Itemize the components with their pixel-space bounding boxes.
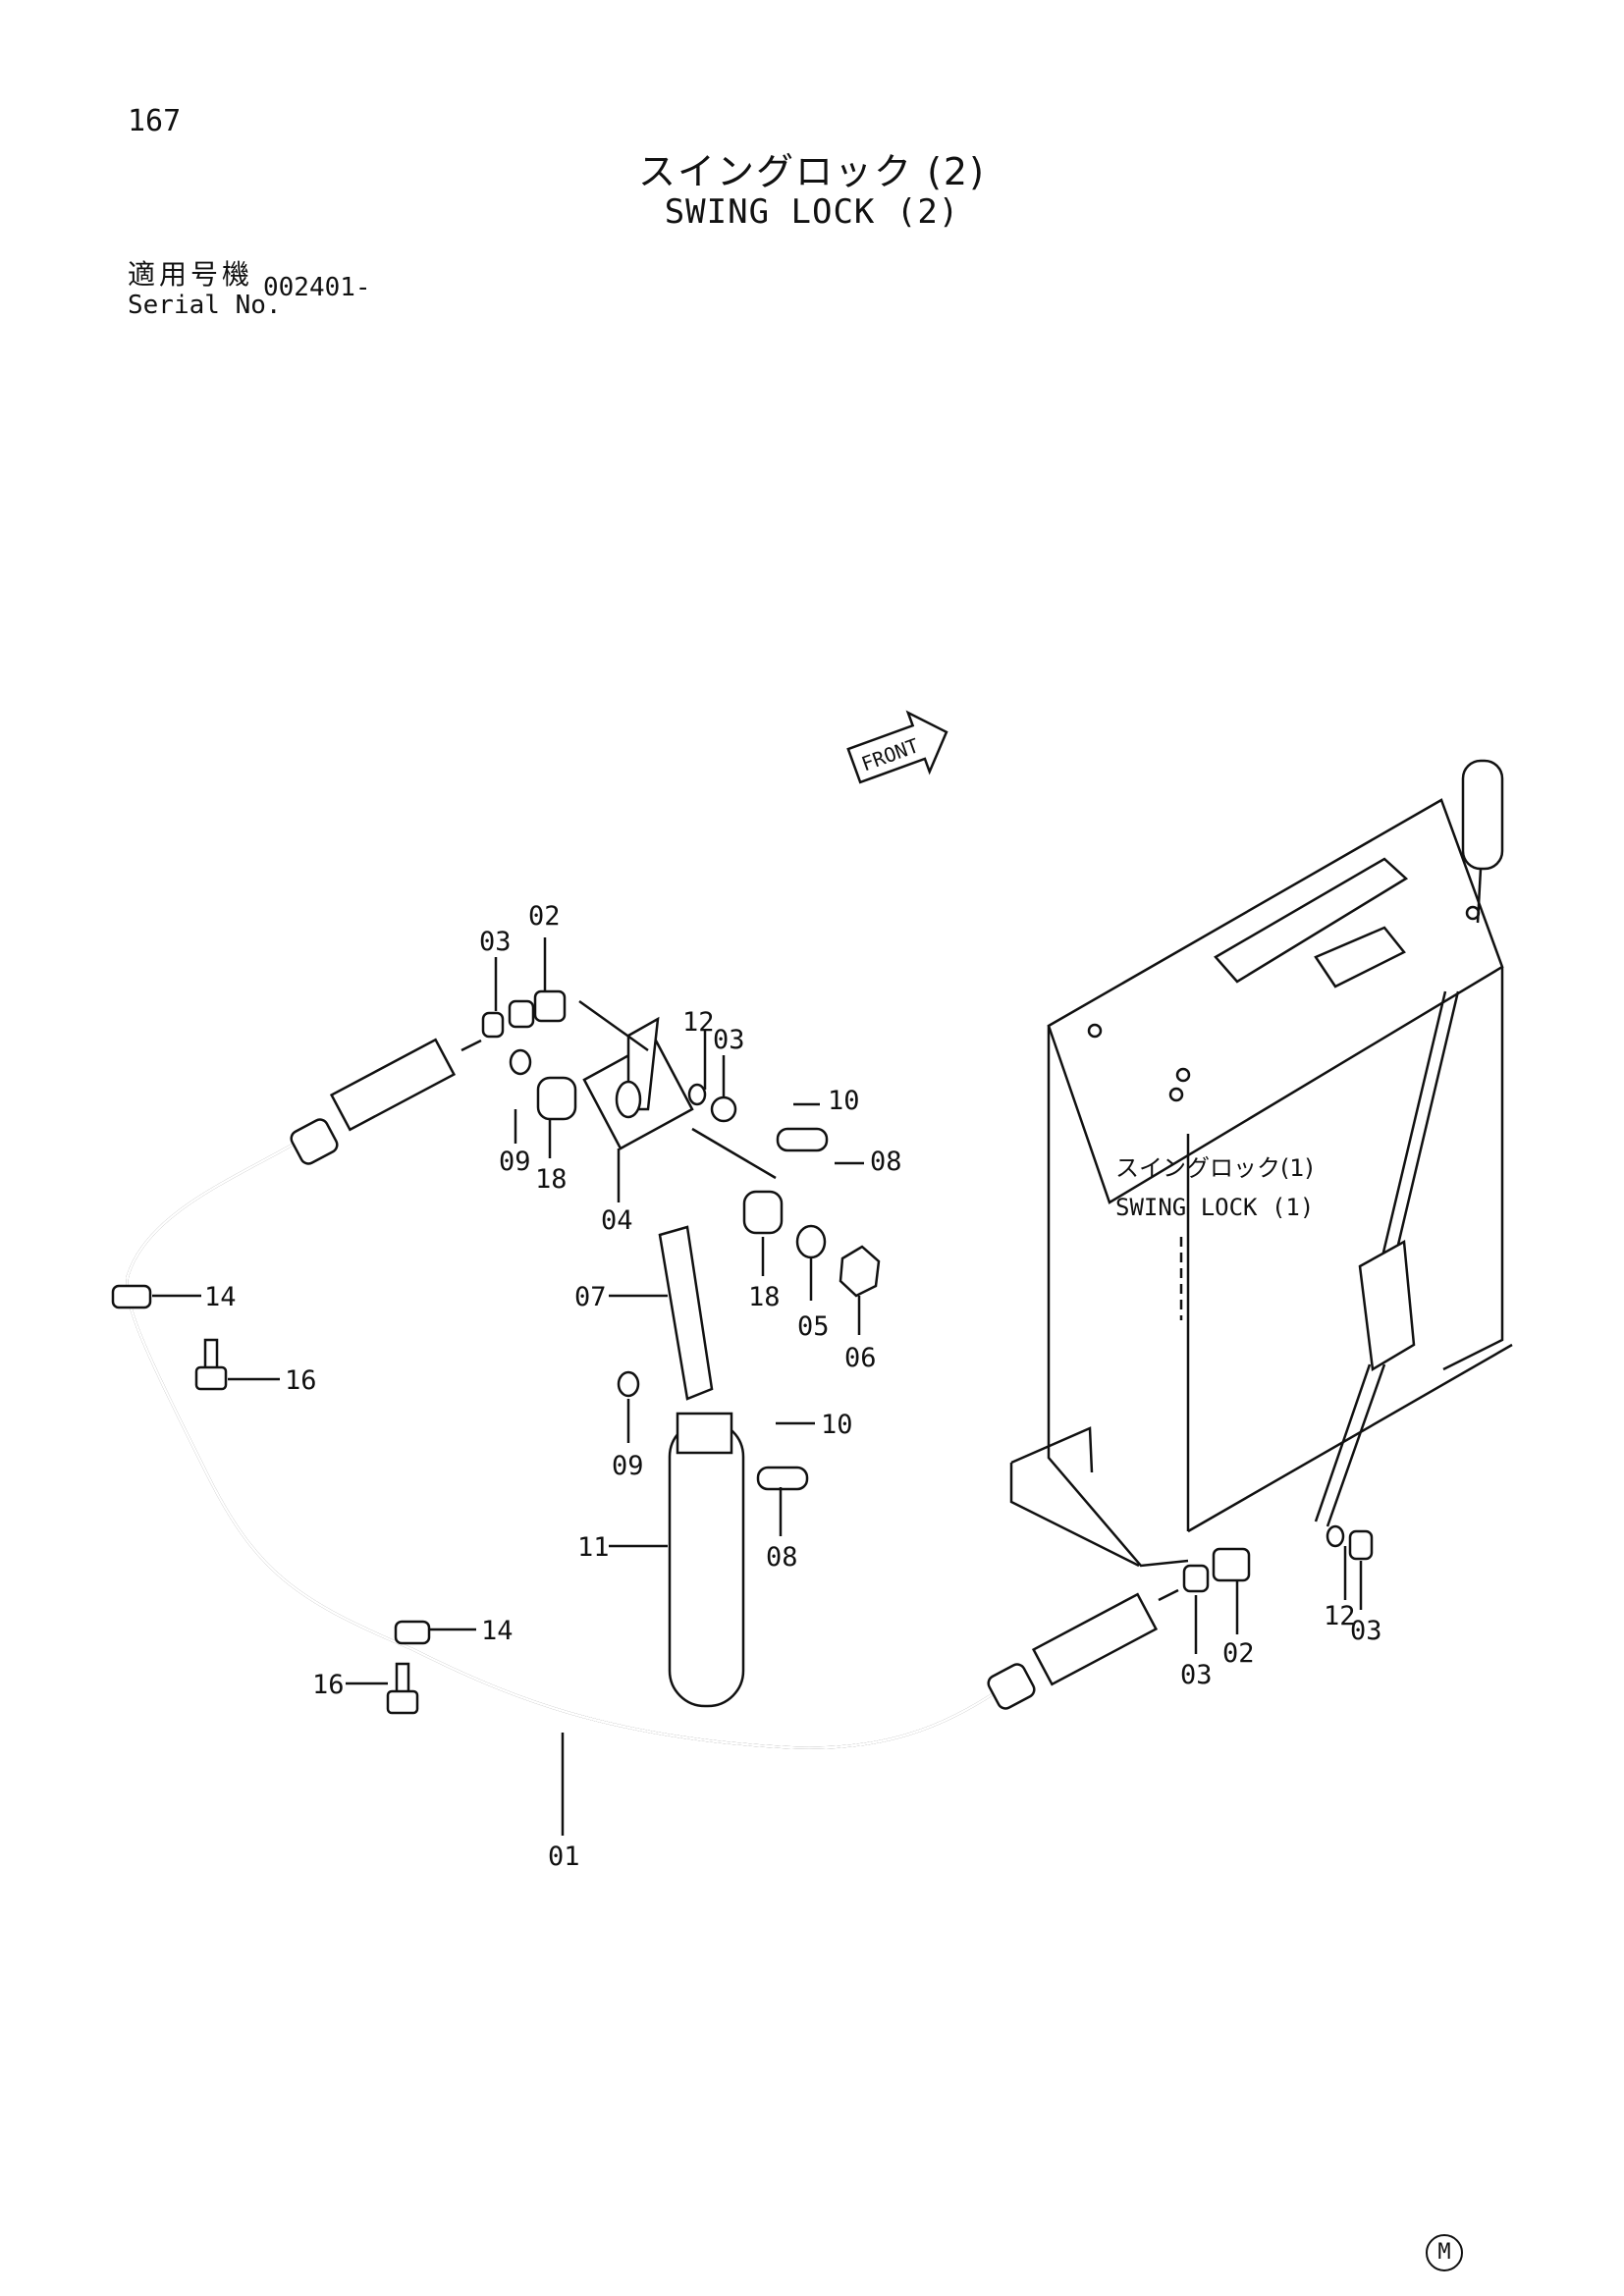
control-cable xyxy=(126,1038,1179,1749)
callout-12-upper: 12 xyxy=(682,1007,715,1038)
callout-08-upper: 08 xyxy=(870,1147,902,1177)
callout-18-right: 18 xyxy=(748,1282,781,1312)
manual-mark-icon: M xyxy=(1426,2234,1463,2271)
callout-03-mid: 03 xyxy=(713,1025,745,1055)
callout-01: 01 xyxy=(548,1842,580,1872)
callout-14-upper: 14 xyxy=(204,1282,237,1312)
reference-label-japanese: スイングロック(1) xyxy=(1115,1154,1314,1182)
bolt-upper xyxy=(194,1338,228,1391)
callout-03-lower-right: 03 xyxy=(1350,1616,1382,1646)
front-arrow-icon: FRONT xyxy=(846,710,948,784)
swing-lock-lever xyxy=(1314,759,1504,1527)
callout-05: 05 xyxy=(797,1311,830,1342)
callout-03-lower-left: 03 xyxy=(1180,1660,1213,1690)
upper-linkage-parts xyxy=(481,989,881,1401)
callout-14-lower: 14 xyxy=(481,1616,514,1646)
callout-12-lower: 12 xyxy=(1324,1601,1356,1631)
control-console xyxy=(1009,798,1513,1568)
callout-07: 07 xyxy=(574,1282,607,1312)
callout-16-upper: 16 xyxy=(285,1365,317,1396)
clamp-upper xyxy=(111,1284,152,1309)
serial-label-japanese: 適用号機 xyxy=(128,258,254,291)
callout-numbers: 03 02 12 03 10 08 09 18 04 18 05 06 07 1… xyxy=(204,901,1382,1872)
callout-18-left: 18 xyxy=(535,1164,568,1195)
callout-03-upper: 03 xyxy=(479,927,512,957)
callout-10-upper: 10 xyxy=(828,1086,860,1116)
lock-cylinder xyxy=(617,1370,809,1708)
serial-label-english: Serial No. xyxy=(128,291,282,320)
callout-09-upper: 09 xyxy=(499,1147,531,1177)
callout-02-upper: 02 xyxy=(528,901,561,932)
callout-04: 04 xyxy=(601,1205,633,1236)
callout-08-lower: 08 xyxy=(766,1542,798,1573)
reference-label-english: SWING LOCK (1) xyxy=(1115,1194,1314,1221)
page-number: 167 xyxy=(128,104,182,138)
callout-09-lower: 09 xyxy=(612,1451,644,1481)
callout-02-lower: 02 xyxy=(1222,1638,1255,1669)
bolt-lower xyxy=(386,1662,419,1715)
page-title-japanese: スイングロック (2) xyxy=(638,150,986,193)
lower-linkage-parts xyxy=(1182,1524,1374,1593)
callout-16-lower: 16 xyxy=(312,1670,345,1700)
callout-10-lower: 10 xyxy=(821,1410,853,1440)
callout-06: 06 xyxy=(844,1343,877,1373)
callout-11: 11 xyxy=(577,1532,610,1563)
page-title-english: SWING LOCK (2) xyxy=(664,192,960,232)
serial-number-value: 002401- xyxy=(263,273,371,302)
clamp-lower xyxy=(394,1620,431,1645)
callout-leaders xyxy=(152,937,1363,1836)
